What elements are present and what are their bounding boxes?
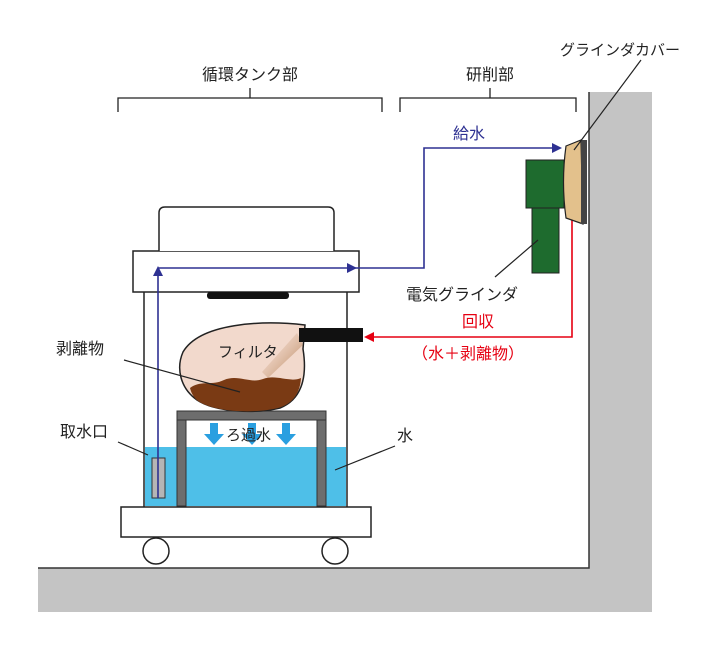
electric-grinder [525,159,565,274]
bracket-grinding [399,88,577,112]
label-water-supply: 給水 [453,124,485,143]
label-grinder-cover: グラインダカバー [560,41,680,59]
tank-lid-upper [158,206,335,251]
floor-and-wall [38,92,652,612]
cart-base [120,506,372,538]
tank-water [145,447,346,506]
water-supply-line-to-grinder [355,143,562,269]
bracket-circulation-tank [117,88,383,112]
recovery-inlet-pipe [299,328,363,342]
filter-stand [176,410,327,507]
tank-body [143,292,348,507]
label-recovery-detail: （水＋剥離物） [412,344,524,363]
filtered-water-arrows [204,423,296,445]
grinder-cover-back [581,140,587,224]
grinder-cover [562,139,584,225]
label-circulation-tank: 循環タンク部 [202,65,298,84]
label-filter: フィルタ [218,343,278,361]
filter-bag [179,322,306,412]
label-recovery: 回収 [462,312,494,331]
label-water-intake: 取水口 [60,422,108,441]
recovery-line [364,210,573,342]
leader-lines [117,59,642,471]
label-stripped-matter: 剥離物 [56,339,104,358]
tank-lid-lower [132,250,360,293]
label-water: 水 [397,426,413,445]
label-electric-grinder: 電気グラインダ [406,285,518,304]
label-filtered-water: ろ過水 [226,426,271,444]
cart-wheels [142,537,349,565]
label-grinding: 研削部 [466,65,514,84]
lid-seal [207,292,289,299]
